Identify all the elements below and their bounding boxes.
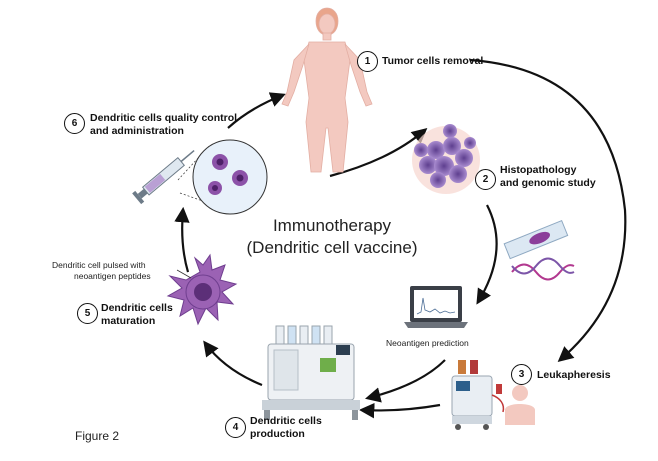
arrow-production-to-maturation [203,340,263,387]
step-1-number: 1 [357,51,378,72]
figure-label: Figure 2 [75,429,120,443]
step-1-label: Tumor cells removal [382,55,484,67]
step-5-number: 5 [77,303,98,324]
tumor-cells-illustration [412,124,480,194]
center-title-line2: (Dendritic cell vaccine) [246,238,418,257]
step-2-label-line2: and genomic study [500,177,596,189]
arrow-leukapheresis-to-production [358,402,441,419]
step-6-label-line1: Dendritic cells quality control [90,112,238,124]
step-5-label-line1: Dendritic cells [101,302,173,314]
laptop-illustration [404,286,468,328]
center-title-line1: Immunotherapy [272,216,392,235]
leukapheresis-illustration [451,360,535,430]
arrow-qc-to-patient [227,92,286,129]
step-3-label: Leukapheresis [537,369,611,381]
arrow-removal-to-leukapheresis [469,58,627,363]
syringe-and-magnified-view-illustration [132,139,268,215]
step-6-label-line2: and administration [90,125,184,137]
step-2-label-line1: Histopathology [500,164,577,176]
step-4-label-line2: production [250,428,305,440]
step-4-label-line1: Dendritic cells [250,415,322,427]
arrow-study-to-laptop [476,204,498,305]
human-body-illustration [281,7,373,173]
cycle-arrows [174,58,627,419]
pulsed-annotation-line1: Dendritic cell pulsed with [52,260,146,270]
arrow-maturation-to-qc [174,206,190,273]
step-5-label-line2: maturation [101,315,156,327]
step-3-number: 3 [511,364,532,385]
neoantigen-prediction-label: Neoantigen prediction [386,338,469,348]
arrow-body-to-tumor [329,127,428,178]
bioreactor-illustration [262,325,360,420]
pulsed-annotation-line2: neoantigen peptides [74,271,151,281]
step-6-number: 6 [64,113,85,134]
slide-and-dna-illustration [503,219,575,281]
step-2-number: 2 [475,169,496,190]
annotation-leader-line [176,269,192,279]
arrow-laptop-to-production [365,359,446,403]
step-4-number: 4 [225,417,246,438]
dendritic-cell-illustration [166,253,238,326]
